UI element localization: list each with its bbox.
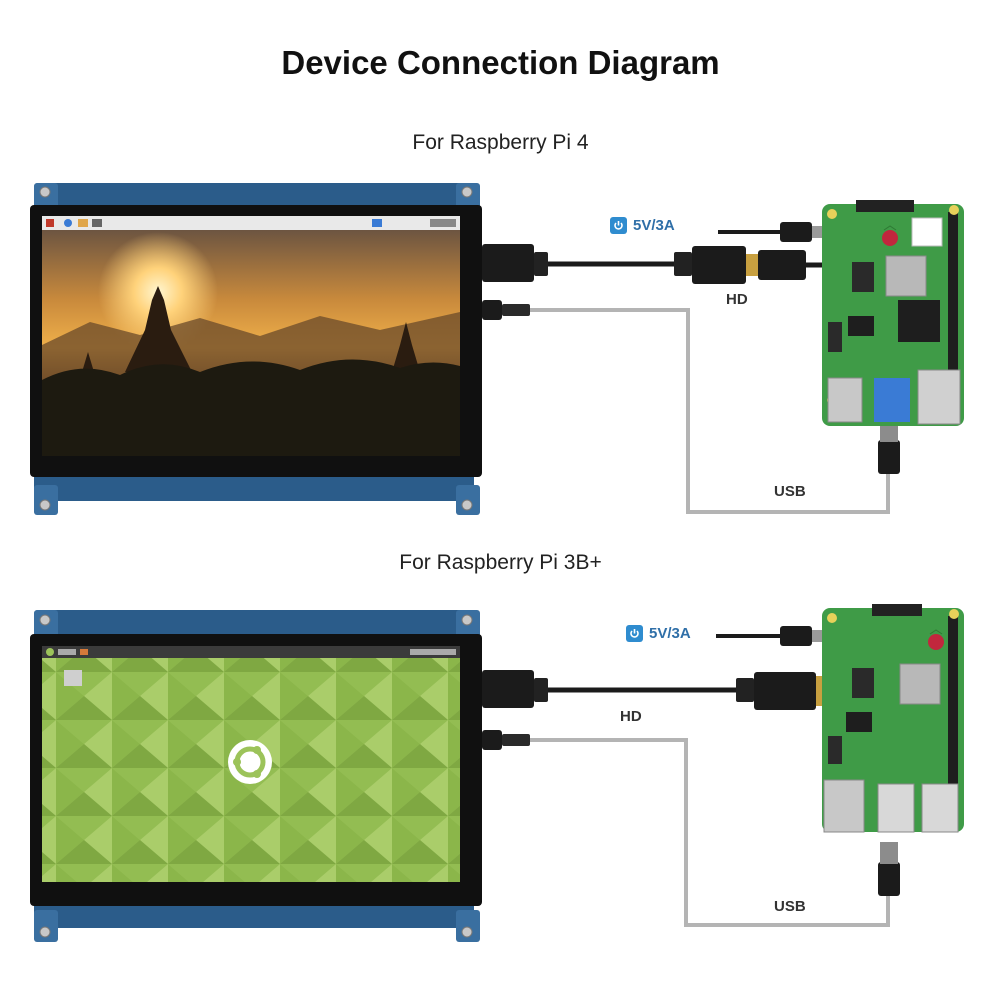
power-cable-pi3 — [716, 626, 824, 646]
usb-cable-pi4 — [482, 300, 900, 514]
power-rating-text: 5V/3A — [633, 217, 675, 234]
usb-cable-pi3 — [482, 730, 900, 927]
power-label-pi3: 5V/3A — [626, 625, 691, 642]
section-subtitle-pi3: For Raspberry Pi 3B+ — [399, 551, 602, 574]
power-rating-text: 5V/3A — [649, 625, 691, 642]
hdmi-label-pi4: HD — [726, 291, 748, 308]
power-icon — [626, 625, 643, 642]
raspberry-logo-icon — [882, 225, 898, 246]
section-subtitle-pi4: For Raspberry Pi 4 — [412, 131, 589, 154]
display-panel-pi3 — [30, 610, 482, 942]
usb-label-pi3: USB — [774, 898, 806, 915]
ubuntu-mate-logo-icon — [228, 740, 272, 784]
hdmi-cable-pi3 — [482, 670, 840, 710]
power-cable-pi4 — [718, 222, 824, 242]
power-icon — [610, 217, 627, 234]
raspberry-pi-4-board — [822, 200, 964, 426]
diagram-title: Device Connection Diagram — [281, 44, 720, 81]
hdmi-label-pi3: HD — [620, 708, 642, 725]
raspberry-pi-3b-plus-board — [822, 604, 964, 833]
raspberry-logo-icon — [928, 629, 944, 650]
display-panel-pi4 — [30, 183, 482, 515]
usb-label-pi4: USB — [774, 483, 806, 500]
hdmi-cable-pi4 — [482, 244, 826, 284]
power-label-pi4: 5V/3A — [610, 217, 675, 234]
